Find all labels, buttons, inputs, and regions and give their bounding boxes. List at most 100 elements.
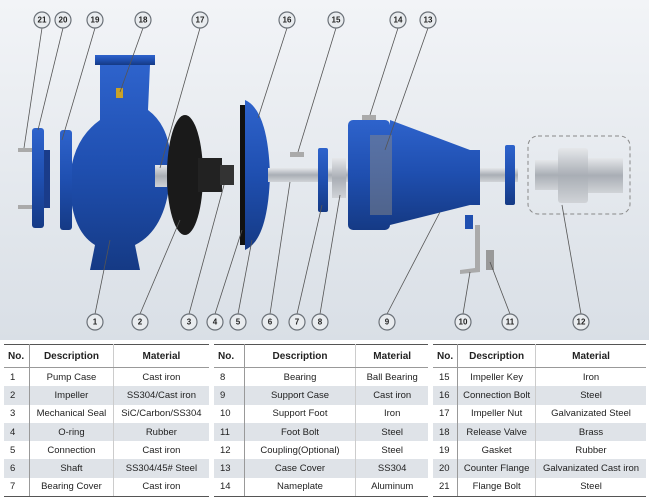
part-number: 1 [4,367,31,387]
header-no: No. [4,344,31,368]
part-number: 8 [214,367,245,387]
callout-18: 18 [134,11,152,29]
part-material: Iron [384,408,401,420]
part-number: 2 [4,386,31,405]
svg-text:6: 6 [268,318,273,327]
leader-lines [23,27,582,315]
part-number: 19 [433,441,459,460]
part-description: Foot Bolt [244,422,357,442]
part-material: Cast iron [113,477,209,498]
svg-text:10: 10 [459,318,468,327]
part-description: Impeller Nut [457,404,537,423]
callout-11: 11 [501,313,519,331]
part-number: 4 [4,422,31,442]
svg-text:12: 12 [577,318,586,327]
part-material: Rubber [575,444,607,456]
part-material: Cast iron [142,444,181,456]
part-number: 3 [4,404,31,423]
svg-text:19: 19 [91,16,100,25]
part-number: 12 [214,441,245,460]
callout-14: 14 [389,11,407,29]
header-no: No. [433,344,459,368]
part-description: Support Case [244,386,357,405]
svg-text:13: 13 [424,16,433,25]
svg-text:17: 17 [196,16,205,25]
nameplate [362,115,376,120]
part-description: O-ring [29,422,114,442]
header-description: Description [457,344,537,368]
svg-text:8: 8 [318,318,323,327]
callout-10: 10 [454,313,472,331]
part-material: SS304/Cast iron [113,386,209,405]
callout-6: 6 [261,313,279,331]
impeller [167,115,234,235]
part-material: Steel [381,444,404,456]
header-material: Material [113,344,209,368]
svg-text:3: 3 [187,318,192,327]
callout-16: 16 [278,11,296,29]
part-description: Counter Flange [457,459,537,478]
part-number: 16 [433,386,459,405]
svg-text:4: 4 [213,318,218,327]
part-number: 18 [433,422,459,442]
case-cover [370,135,392,215]
part-number: 10 [214,404,245,423]
part-number: 11 [214,422,245,442]
callout-1: 1 [86,313,104,331]
callout-13: 13 [419,11,437,29]
part-material: Steel [535,386,646,405]
part-material: Galvanizated Steel [551,408,631,420]
part-number: 14 [214,477,245,498]
part-material: Cast iron [355,386,428,405]
svg-text:20: 20 [59,16,68,25]
part-material: Cast iron [142,371,181,383]
svg-text:9: 9 [385,318,390,327]
header-no: No. [214,344,245,368]
header-description: Description [29,344,114,368]
pump-case [60,55,171,270]
svg-text:21: 21 [38,16,47,25]
callout-3: 3 [180,313,198,331]
part-number: 15 [433,367,459,387]
part-material: Aluminum [355,477,428,498]
support-case [348,115,515,230]
foot-bolt [486,250,494,270]
callout-17: 17 [191,11,209,29]
part-description: Connection Bolt [457,386,537,405]
impeller-key [290,152,304,157]
part-description: Connection [29,441,114,460]
part-description: Pump Case [29,367,114,387]
part-number: 13 [214,459,245,478]
part-description: Bearing [244,367,357,387]
part-description: Nameplate [244,477,357,498]
part-material: SS304 [355,459,428,478]
part-number: 20 [433,459,459,478]
callout-2: 2 [131,313,149,331]
callout-20: 20 [54,11,72,29]
connection [240,100,270,250]
header-material: Material [535,344,646,368]
part-material: SiC/Carbon/SS304 [121,408,202,420]
release-valve [116,88,123,98]
part-description: Release Valve [457,422,537,442]
callout-19: 19 [86,11,104,29]
part-number: 9 [214,386,245,405]
svg-text:11: 11 [506,318,515,327]
